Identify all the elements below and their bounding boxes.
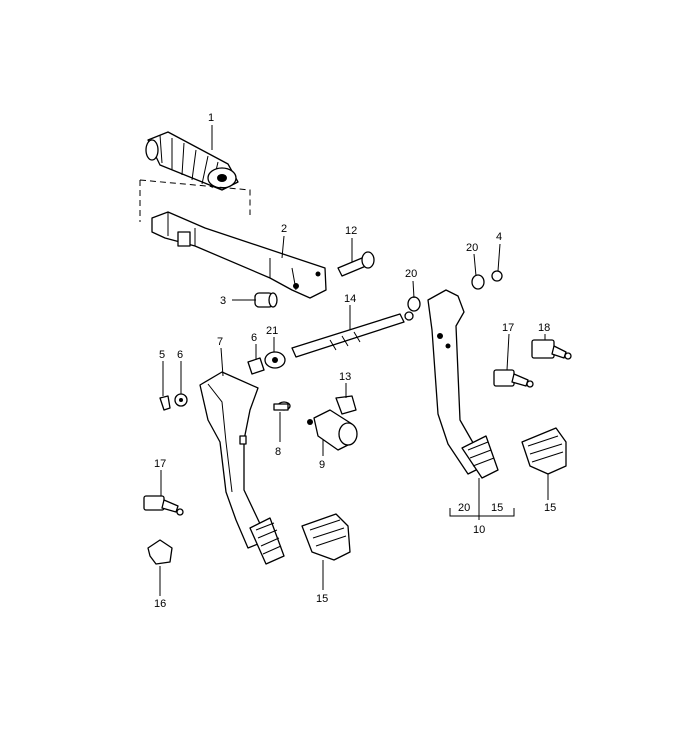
callout-17: 17	[502, 322, 514, 334]
callout-15: 15	[316, 593, 328, 605]
callout-10: 10	[473, 524, 485, 536]
callout-17: 17	[154, 458, 166, 470]
callout-15: 15	[544, 502, 556, 514]
pedal-shaft	[291, 311, 414, 358]
callout-5: 5	[159, 349, 165, 361]
leader-lines	[159, 125, 549, 596]
spring-clip	[159, 395, 171, 411]
switch-right-17	[493, 369, 534, 388]
callout-14: 14	[344, 293, 356, 305]
callout-3: 3	[220, 295, 226, 307]
bolt	[337, 251, 375, 277]
callout-15: 15	[491, 502, 503, 514]
callout-1: 1	[208, 112, 214, 124]
callout-18: 18	[538, 322, 550, 334]
callout-6: 6	[177, 349, 183, 361]
boot-bellows	[145, 131, 239, 191]
callout-20: 20	[466, 242, 478, 254]
pedal-pad-center	[301, 513, 351, 561]
switch-bracket	[147, 539, 173, 565]
callout-20: 20	[458, 502, 470, 514]
switch-right-18	[531, 339, 572, 360]
callout-2: 2	[281, 223, 287, 235]
callout-13: 13	[339, 371, 351, 383]
bushing-20-upper	[471, 274, 485, 290]
callout-9: 9	[319, 459, 325, 471]
callout-21: 21	[266, 325, 278, 337]
switch-left	[143, 495, 184, 516]
brake-pedal	[427, 289, 499, 479]
bushing-21	[264, 351, 286, 369]
bushing-6	[174, 393, 188, 407]
callout-4: 4	[496, 231, 502, 243]
boot-bracket-dashed	[139, 179, 251, 222]
clutch-pedal	[199, 371, 285, 565]
callout-6: 6	[251, 332, 257, 344]
nut-4	[491, 270, 503, 282]
callout-20: 20	[405, 268, 417, 280]
clip-6	[247, 357, 265, 375]
pedal-pad-right	[521, 427, 567, 475]
callout-7: 7	[217, 336, 223, 348]
mounting-bracket	[151, 211, 327, 299]
pin	[273, 401, 291, 411]
callout-8: 8	[275, 446, 281, 458]
callout-16: 16	[154, 598, 166, 610]
callout-12: 12	[345, 225, 357, 237]
cap-nut	[254, 292, 278, 308]
bushing-20-left	[407, 296, 421, 312]
callout-labels: 1 2 3 4 5 6 6 7 8 9 10 12 13 14 15 15 15…	[154, 112, 556, 610]
spring-cylinder	[307, 409, 358, 451]
retaining-clip	[335, 395, 357, 415]
